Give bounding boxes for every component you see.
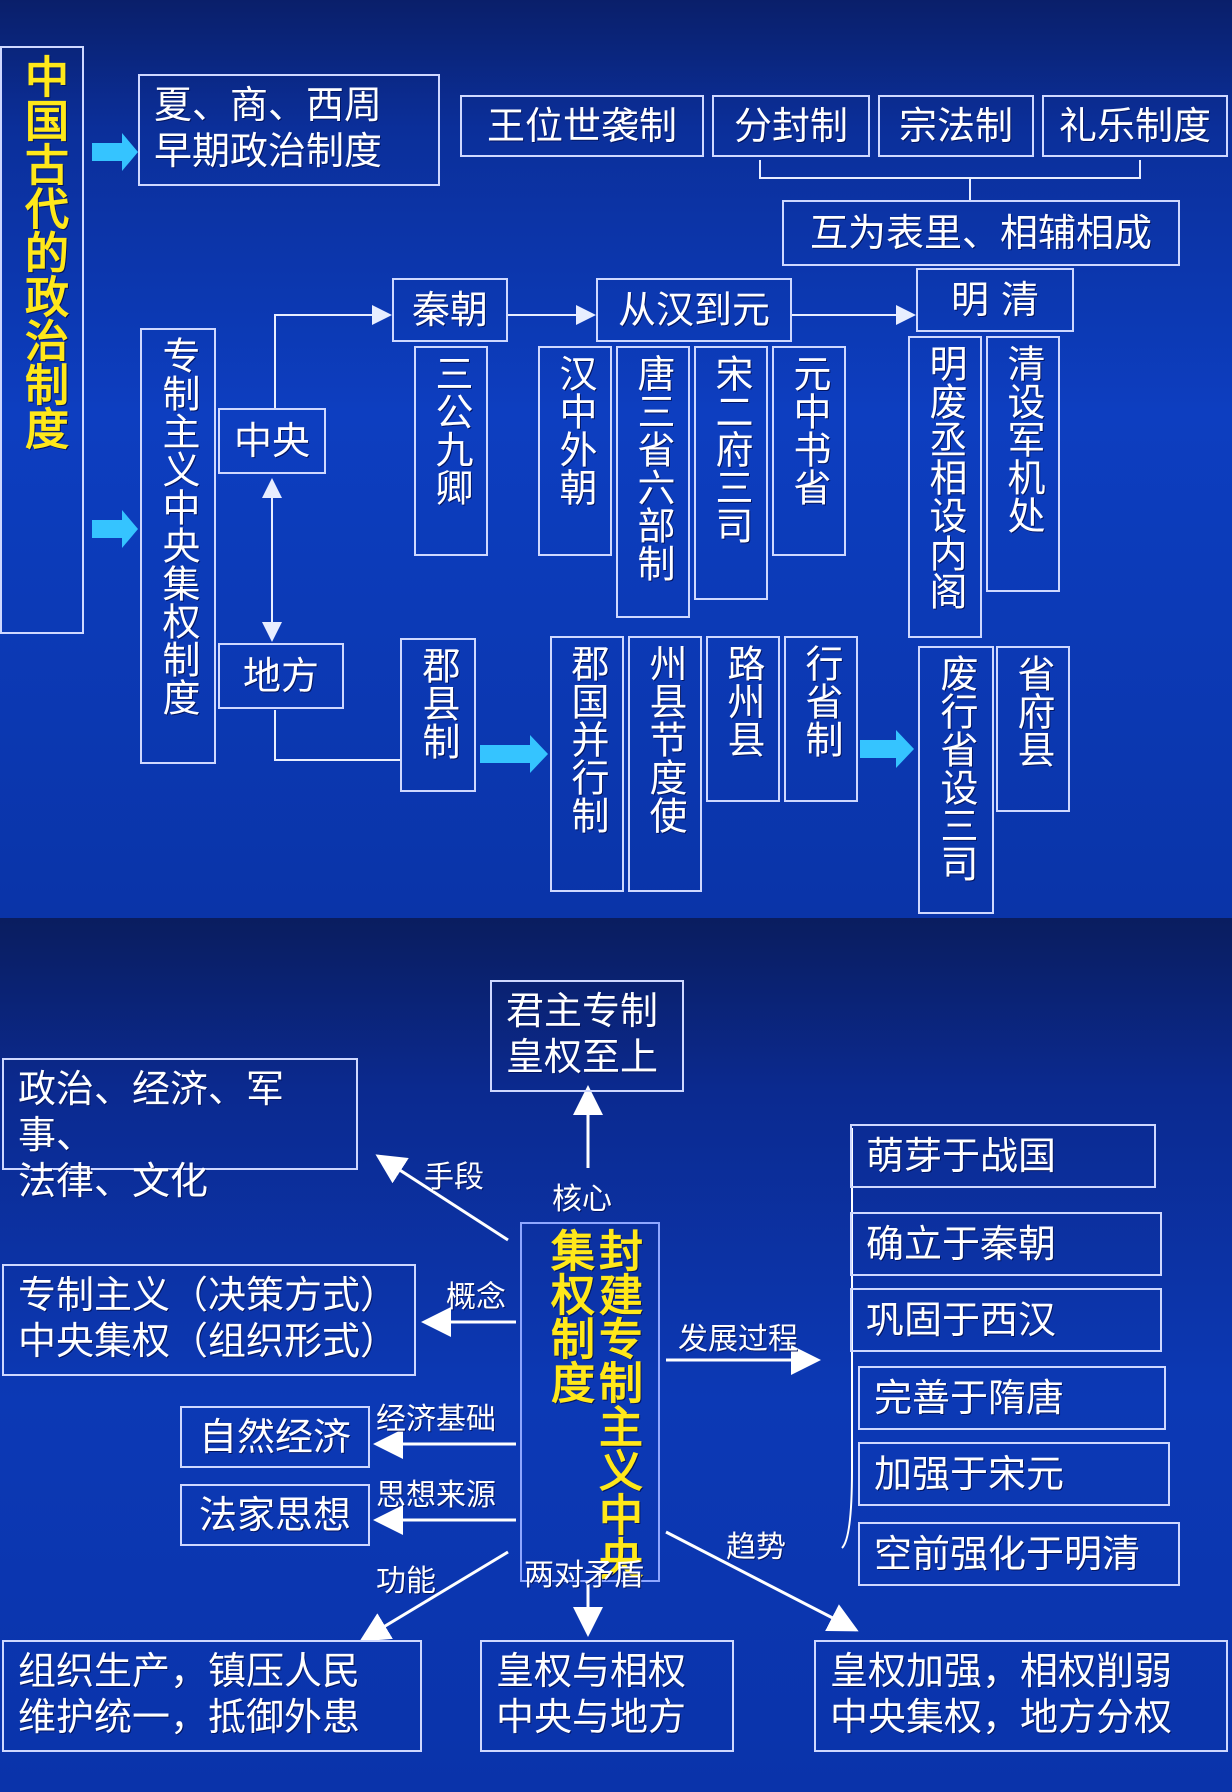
top-connectors	[92, 133, 1141, 773]
conflict-box: 皇权与相权 中央与地方	[480, 1640, 734, 1752]
local-item-junguo: 郡国并行制	[550, 636, 624, 892]
central-item-qing: 清设军机处	[986, 336, 1060, 592]
core-box: 君主专制 皇权至上	[490, 980, 684, 1092]
bottom-panel-concept-diagram: 君主专制 皇权至上 政治、经济、军事、 法律、文化 专制主义（决策方式） 中央集…	[0, 918, 1232, 1792]
central-system-title: 专制主义中央集权制度	[156, 336, 200, 716]
center-title: 封建专制主义中央集权制度	[543, 1228, 642, 1580]
central-system-box: 专制主义中央集权制度	[140, 328, 216, 764]
local-item-luzhou: 路州县	[706, 636, 780, 802]
item-succession: 王位世袭制	[460, 95, 704, 157]
center-title-box: 封建专制主义中央集权制度	[520, 1222, 660, 1582]
label-means: 手段	[424, 1160, 484, 1195]
trend-box: 皇权加强，相权削弱 中央集权，地方分权	[814, 1640, 1228, 1752]
label-core: 核心	[552, 1182, 612, 1217]
local-item-xingsheng: 行省制	[784, 636, 858, 802]
item-rites: 礼乐制度	[1042, 95, 1228, 157]
han-yuan-box: 从汉到元	[596, 278, 792, 342]
central-item-qin: 三公九卿	[414, 346, 488, 556]
local-box: 地方	[218, 643, 344, 709]
label-economy: 经济基础	[376, 1402, 496, 1437]
central-item-han: 汉中外朝	[538, 346, 612, 556]
stage-1: 萌芽于战国	[850, 1124, 1156, 1188]
item-patriarchal: 宗法制	[878, 95, 1034, 157]
concept-box: 专制主义（决策方式） 中央集权（组织形式）	[2, 1264, 416, 1376]
arrow-to-early	[92, 133, 138, 171]
main-title: 中国古代的政治制度	[17, 54, 68, 450]
early-relation-box: 互为表里、相辅相成	[782, 200, 1180, 266]
stage-2: 确立于秦朝	[850, 1212, 1162, 1276]
economy-box: 自然经济	[180, 1406, 370, 1468]
thought-box: 法家思想	[180, 1484, 370, 1546]
label-function: 功能	[376, 1564, 436, 1599]
arrow-local-2	[860, 730, 914, 768]
arrow-to-central	[92, 510, 138, 548]
function-box: 组织生产，镇压人民 维护统一，抵御外患	[2, 1640, 422, 1752]
top-panel-structure-diagram: 中国古代的政治制度 夏、商、西周 早期政治制度 王位世袭制 分封制 宗法制 礼乐…	[0, 0, 1232, 918]
local-item-sansi: 废行省设三司	[918, 646, 994, 914]
qin-box: 秦朝	[392, 278, 508, 342]
local-item-zhouxian: 州县节度使	[628, 636, 702, 892]
label-trend: 趋势	[726, 1530, 786, 1565]
central-item-ming: 明废丞相设内阁	[908, 336, 982, 638]
early-system-box: 夏、商、西周 早期政治制度	[138, 74, 440, 186]
means-box: 政治、经济、军事、 法律、文化	[2, 1058, 358, 1203]
bottom-connectors	[359, 1085, 859, 1642]
stage-4: 完善于隋唐	[858, 1366, 1166, 1430]
label-concept: 概念	[446, 1280, 506, 1315]
item-enfeoffment: 分封制	[712, 95, 870, 157]
label-development: 发展过程	[678, 1322, 798, 1357]
local-item-junxian: 郡县制	[400, 638, 476, 792]
local-item-shengfu: 省府县	[996, 646, 1070, 812]
stage-5: 加强于宋元	[858, 1442, 1170, 1506]
central-item-song: 宋二府三司	[694, 346, 768, 600]
label-thought: 思想来源	[376, 1478, 496, 1513]
stage-6: 空前强化于明清	[858, 1522, 1180, 1586]
central-box: 中央	[218, 408, 326, 474]
label-conflict: 两对矛盾	[524, 1558, 644, 1593]
central-item-tang: 唐三省六部制	[616, 346, 690, 618]
main-title-box: 中国古代的政治制度	[0, 46, 84, 634]
ming-qing-box: 明 清	[916, 268, 1074, 332]
arrow-local-1	[480, 735, 548, 773]
central-item-yuan: 元中书省	[772, 346, 846, 556]
stage-3: 巩固于西汉	[850, 1288, 1162, 1352]
